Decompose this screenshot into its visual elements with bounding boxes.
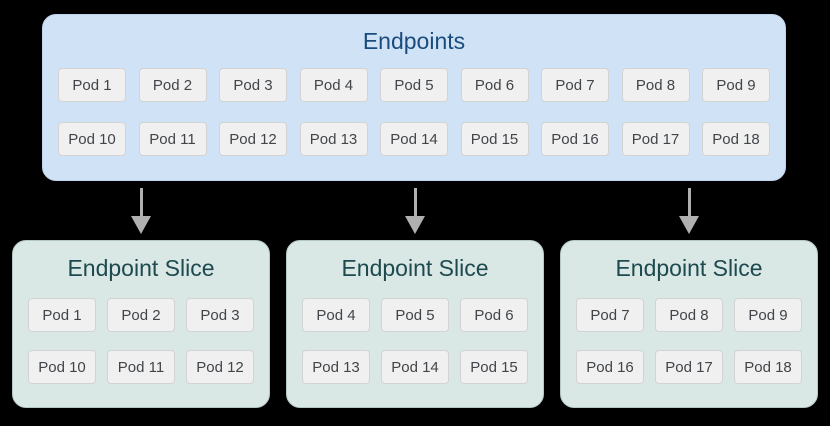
pod-chip: Pod 8 <box>655 298 723 332</box>
slice-pod-row-2: Pod 13 Pod 14 Pod 15 <box>287 350 543 384</box>
pod-chip: Pod 4 <box>302 298 370 332</box>
pod-chip: Pod 18 <box>734 350 802 384</box>
pod-chip: Pod 8 <box>621 68 690 102</box>
endpoint-slice-title: Endpoint Slice <box>67 255 215 281</box>
pod-chip: Pod 6 <box>460 68 529 102</box>
pod-chip: Pod 16 <box>576 350 644 384</box>
arrow-stem <box>687 188 691 216</box>
arrow-head-icon <box>131 216 151 234</box>
endpoint-slice-title: Endpoint Slice <box>615 255 763 281</box>
pod-chip: Pod 14 <box>380 122 448 156</box>
pod-chip: Pod 9 <box>702 68 770 102</box>
down-arrow-icon <box>405 188 425 234</box>
pod-chip: Pod 2 <box>138 68 207 102</box>
pod-chip: Pod 1 <box>58 68 126 102</box>
pod-chip: Pod 11 <box>138 122 207 156</box>
pod-chip: Pod 15 <box>460 122 529 156</box>
arrow-head-icon <box>405 216 425 234</box>
pod-chip: Pod 14 <box>381 350 449 384</box>
pod-chip: Pod 13 <box>299 122 368 156</box>
arrow-stem <box>139 188 143 216</box>
pod-chip: Pod 9 <box>734 298 802 332</box>
down-arrow-icon <box>131 188 151 234</box>
pod-chip: Pod 1 <box>28 298 96 332</box>
pod-chip: Pod 17 <box>621 122 690 156</box>
pod-chip: Pod 5 <box>380 68 448 102</box>
endpoint-slice-box-1: Endpoint Slice Pod 1 Pod 2 Pod 3 Pod 10 … <box>12 240 270 408</box>
pod-chip: Pod 4 <box>299 68 368 102</box>
endpoint-slice-box-3: Endpoint Slice Pod 7 Pod 8 Pod 9 Pod 16 … <box>560 240 818 408</box>
pod-chip: Pod 6 <box>460 298 528 332</box>
pod-chip: Pod 10 <box>58 122 126 156</box>
endpoint-slice-title: Endpoint Slice <box>341 255 489 281</box>
slice-pod-row-2: Pod 16 Pod 17 Pod 18 <box>561 350 817 384</box>
slice-pod-row-1: Pod 1 Pod 2 Pod 3 <box>13 298 269 332</box>
arrow-head-icon <box>679 216 699 234</box>
pod-chip: Pod 10 <box>28 350 96 384</box>
pod-chip: Pod 15 <box>460 350 528 384</box>
slice-pod-row-2: Pod 10 Pod 11 Pod 12 <box>13 350 269 384</box>
pod-chip: Pod 11 <box>107 350 175 384</box>
pod-chip: Pod 16 <box>541 122 609 156</box>
pod-chip: Pod 2 <box>107 298 175 332</box>
endpoint-slice-box-2: Endpoint Slice Pod 4 Pod 5 Pod 6 Pod 13 … <box>286 240 544 408</box>
slice-pod-row-1: Pod 4 Pod 5 Pod 6 <box>287 298 543 332</box>
pod-chip: Pod 7 <box>541 68 609 102</box>
down-arrow-icon <box>679 188 699 234</box>
pod-chip: Pod 5 <box>381 298 449 332</box>
pod-chip: Pod 7 <box>576 298 644 332</box>
endpoints-box: Endpoints Pod 1 Pod 2 Pod 3 Pod 4 Pod 5 … <box>42 14 786 181</box>
pod-chip: Pod 17 <box>655 350 723 384</box>
pod-chip: Pod 12 <box>186 350 254 384</box>
pod-chip: Pod 18 <box>702 122 770 156</box>
endpoints-pod-row-1: Pod 1 Pod 2 Pod 3 Pod 4 Pod 5 Pod 6 Pod … <box>43 68 785 102</box>
arrow-stem <box>413 188 417 216</box>
pod-chip: Pod 3 <box>186 298 254 332</box>
endpoints-pod-row-2: Pod 10 Pod 11 Pod 12 Pod 13 Pod 14 Pod 1… <box>43 122 785 156</box>
pod-chip: Pod 13 <box>302 350 370 384</box>
pod-chip: Pod 12 <box>219 122 287 156</box>
slice-pod-row-1: Pod 7 Pod 8 Pod 9 <box>561 298 817 332</box>
endpoints-title: Endpoints <box>362 28 466 54</box>
pod-chip: Pod 3 <box>219 68 287 102</box>
